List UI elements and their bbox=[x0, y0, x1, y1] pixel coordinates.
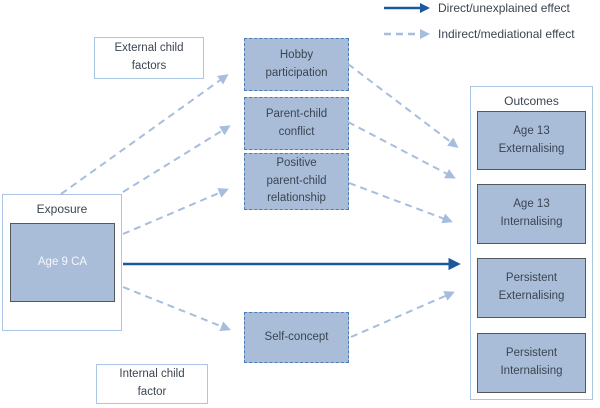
legend-indirect-label: Indirect/mediational effect bbox=[438, 27, 575, 41]
arrow-positive-relationship-to-outcomes bbox=[348, 182, 453, 224]
arrow-exposure-to-hobby-participation bbox=[60, 74, 229, 195]
exposure-group: Exposure Age 9 CA bbox=[2, 194, 122, 331]
arrow-hobby-to-outcomes bbox=[347, 63, 459, 148]
outcome-persistent-internalising: Persistent Internalising bbox=[477, 333, 586, 393]
legend-indirect-row: Indirect/mediational effect bbox=[383, 27, 575, 41]
exposure-age9ca-box: Age 9 CA bbox=[10, 223, 115, 302]
legend-direct-row: Direct/unexplained effect bbox=[383, 1, 575, 15]
arrow-exposure-to-positive-relationship bbox=[122, 188, 229, 235]
direct-arrow-icon bbox=[384, 3, 430, 13]
mediator-self-concept: Self-concept bbox=[244, 312, 349, 363]
arrow-self-concept-to-outcomes bbox=[350, 291, 455, 338]
outcome-age13-externalising: Age 13 Externalising bbox=[477, 111, 586, 170]
outcome-age13-internalising: Age 13 Internalising bbox=[477, 184, 586, 244]
outcomes-title: Outcomes bbox=[504, 94, 559, 108]
indirect-arrow-icon bbox=[384, 29, 430, 39]
mediator-parent-child-conflict: Parent-child conflict bbox=[244, 97, 349, 150]
outcomes-group: Outcomes Age 13 Externalising Age 13 Int… bbox=[470, 86, 593, 400]
internal-child-factor-label-box: Internal child factor bbox=[96, 364, 208, 404]
exposure-title: Exposure bbox=[36, 202, 88, 216]
arrow-exposure-to-self-concept bbox=[122, 286, 231, 332]
outcome-persistent-externalising: Persistent Externalising bbox=[477, 258, 586, 318]
mediator-positive-parent-child-relationship: Positive parent-child relationship bbox=[244, 153, 349, 210]
legend-direct-label: Direct/unexplained effect bbox=[438, 1, 570, 15]
mediator-hobby-participation: Hobby participation bbox=[244, 38, 349, 91]
arrow-exposure-to-parent-child-conflict bbox=[122, 125, 231, 193]
arrow-conflict-to-outcomes bbox=[347, 121, 456, 179]
legend: Direct/unexplained effect Indirect/media… bbox=[383, 1, 575, 53]
external-child-factors-label-box: External child factors bbox=[94, 37, 204, 79]
